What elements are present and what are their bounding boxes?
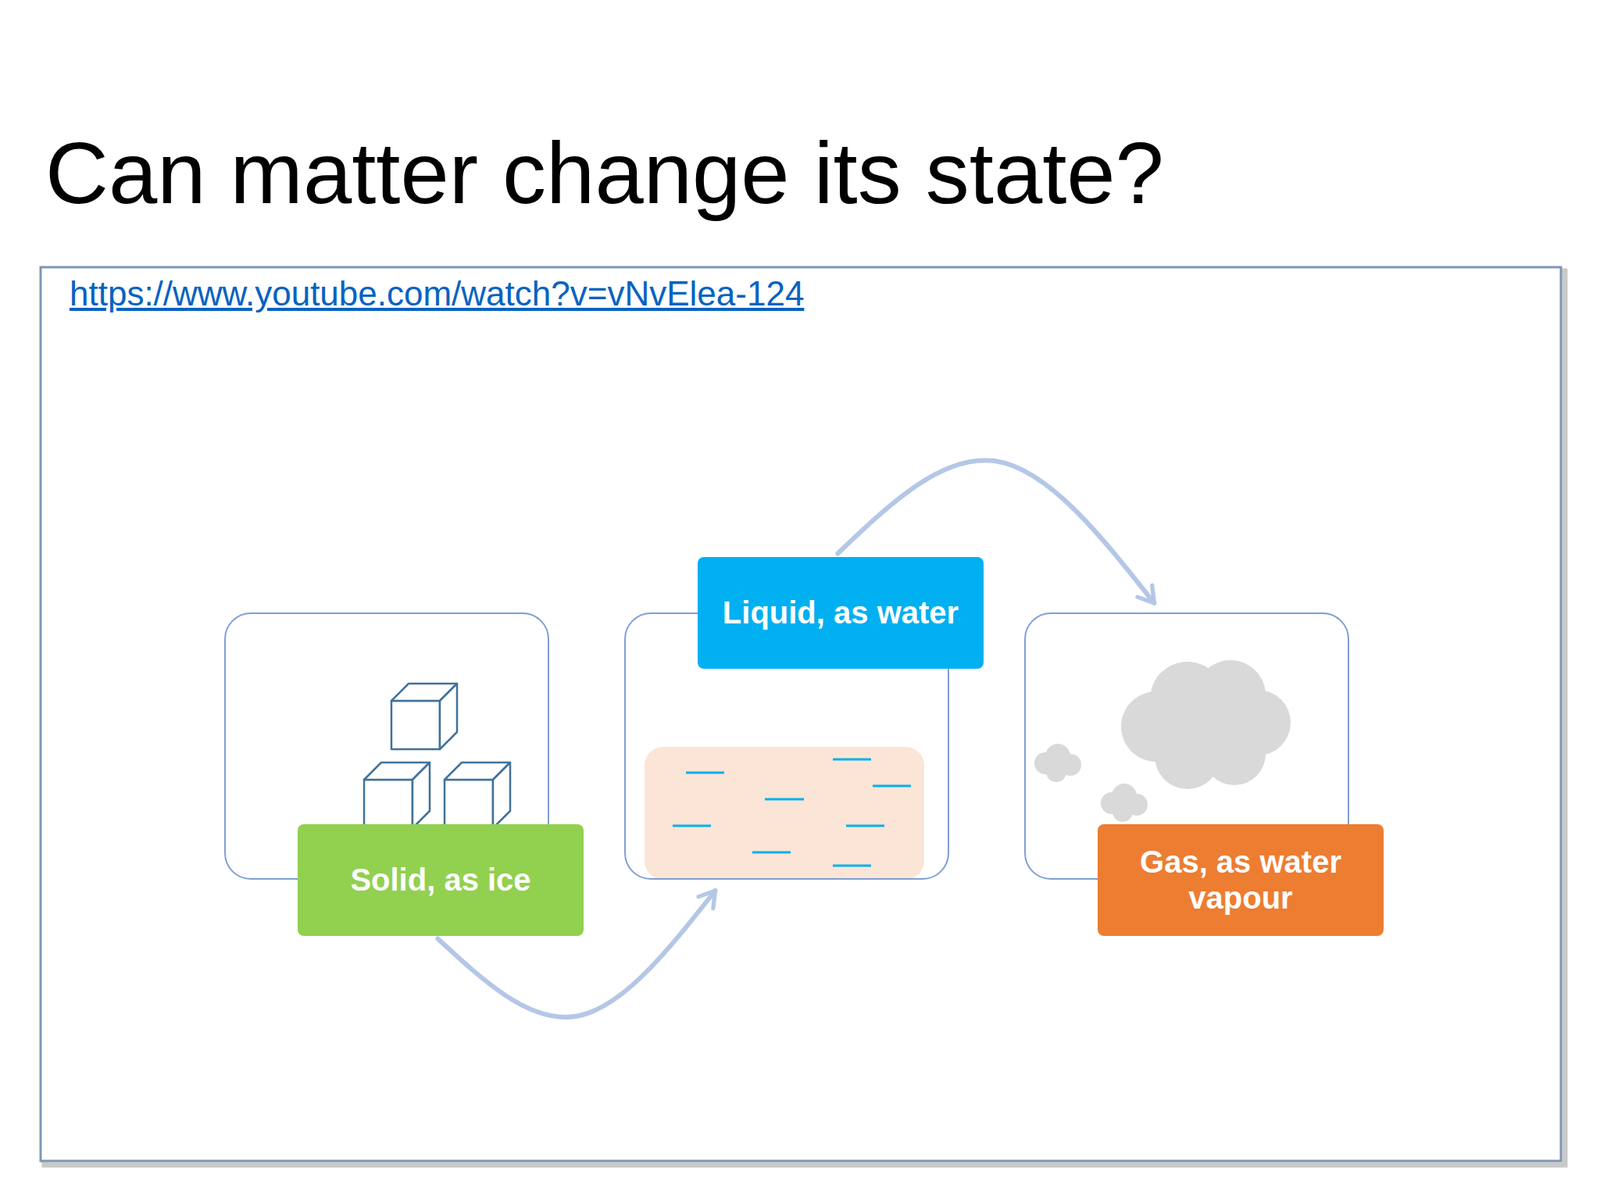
cube-front [391, 700, 440, 750]
state-label: Liquid, as water [722, 594, 959, 631]
slide-title: Can matter change its state? [45, 129, 1165, 218]
state-label-box: Solid, as ice [297, 824, 584, 936]
cube-front [364, 779, 413, 829]
ripple [832, 864, 872, 868]
water-pool [644, 746, 925, 880]
ripple [832, 758, 872, 761]
small-cloud [1100, 783, 1148, 822]
ripple [752, 851, 791, 854]
state-label: Solid, as ice [350, 861, 531, 898]
cloud-puff [1164, 683, 1250, 770]
vapour-clouds [1034, 660, 1291, 822]
content-frame [40, 267, 1561, 1161]
ripple [685, 771, 725, 775]
cloud-puff [1046, 761, 1067, 783]
small-cloud [1034, 743, 1082, 783]
big-cloud [1121, 660, 1291, 790]
liquid-state-box: Liquid, as water [624, 612, 950, 880]
ripple [672, 825, 711, 828]
ripple [846, 825, 885, 828]
state-label-box: Gas, as water vapour [1097, 824, 1384, 936]
ice-cubes [364, 683, 511, 829]
cube-side [439, 683, 458, 750]
cloud-puff [1112, 801, 1133, 822]
ripple [872, 785, 911, 788]
state-label-box: Liquid, as water [697, 557, 984, 669]
state-label: Gas, as water vapour [1111, 843, 1370, 916]
cube-front [444, 779, 493, 829]
gas-state-box: Gas, as water vapour [1024, 612, 1350, 880]
cube-side [412, 762, 430, 829]
solid-state-box: Solid, as ice [224, 612, 550, 880]
water-body [644, 746, 925, 880]
water-ripples [672, 759, 911, 866]
cube-side [492, 762, 511, 829]
ripple [764, 798, 804, 801]
video-link: https://www.youtube.com/watch?v=vNvElea-… [69, 273, 804, 315]
